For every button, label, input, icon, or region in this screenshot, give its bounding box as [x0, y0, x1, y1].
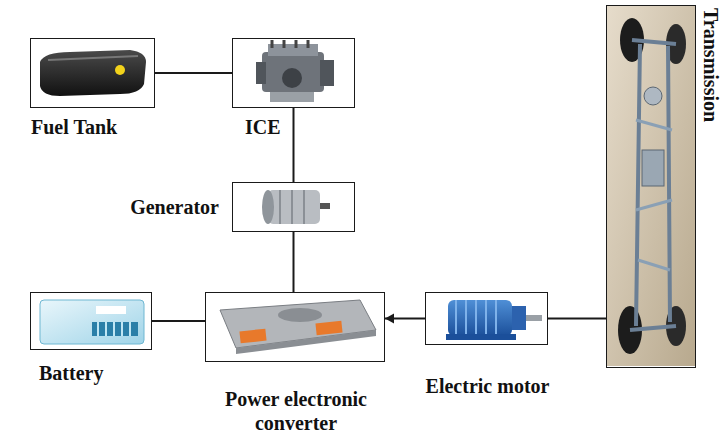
component-label: Battery: [39, 361, 103, 385]
component-label: Power electronic converter: [201, 387, 391, 435]
connector-line: [152, 321, 205, 322]
transmission-picture: [607, 6, 695, 366]
engine-picture: [256, 40, 334, 102]
component-label: ICE: [245, 115, 281, 139]
battery-picture: [40, 300, 144, 344]
connector-line: [385, 314, 425, 324]
fuel-tank-picture: [40, 50, 146, 96]
component-box: Transmission: [606, 5, 696, 368]
component-box: Battery: [30, 292, 152, 350]
component-label: Transmission: [699, 8, 723, 122]
component-box: ICE: [232, 38, 355, 108]
connector-line: [293, 108, 294, 182]
connector-line: [155, 73, 232, 74]
component-box: Power electronic converter: [205, 292, 385, 362]
motor-picture: [446, 300, 542, 340]
component-label: Electric motor: [426, 374, 550, 398]
converter-picture: [220, 300, 376, 354]
component-label: Generator: [130, 195, 219, 219]
component-label: Fuel Tank: [31, 115, 117, 139]
component-box: Fuel Tank: [30, 38, 155, 108]
component-box: Electric motor: [425, 292, 548, 345]
connector-line: [548, 318, 606, 319]
connector-line: [293, 232, 294, 292]
generator-picture: [262, 190, 330, 224]
component-box: Generator: [232, 182, 355, 232]
